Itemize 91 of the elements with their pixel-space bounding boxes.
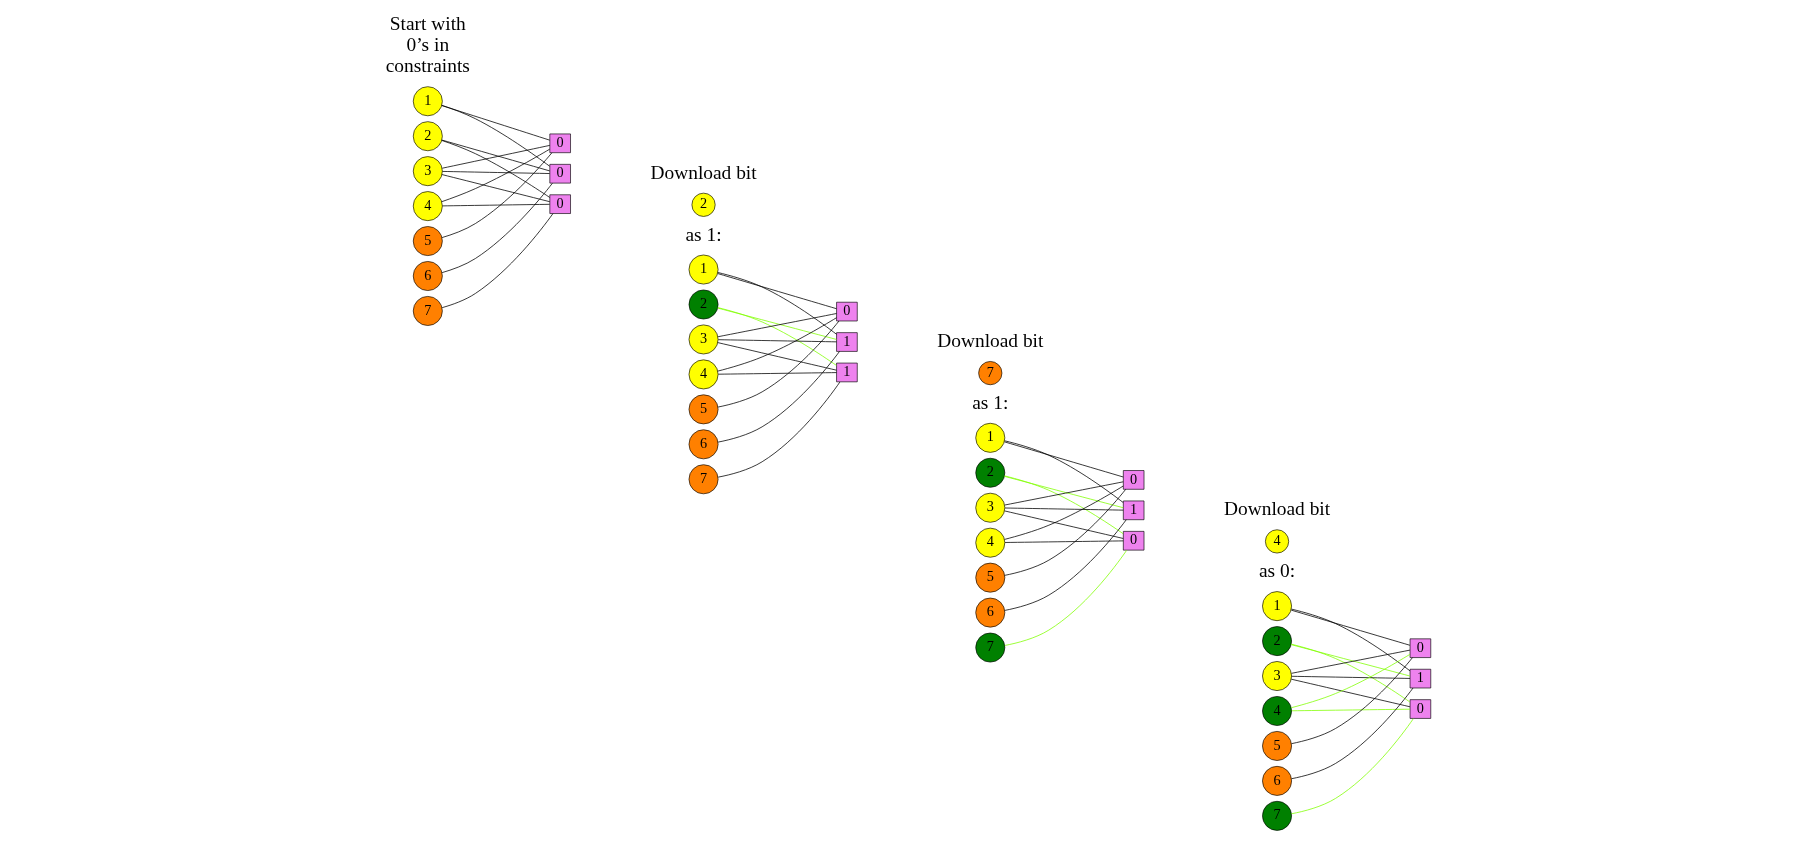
node-circle: 4 [1262,695,1292,726]
connector [441,139,551,198]
node-circle: 1 [1262,590,1292,621]
node-circle: 4 [412,190,443,221]
node-circle: 4 [975,527,1006,558]
node-circle: 5 [1262,730,1292,761]
node-circle: 2 [412,120,443,151]
node-box: 0 [549,163,571,183]
connector [441,173,551,202]
connector [1004,518,1127,611]
connector [717,306,837,366]
connector [717,320,840,407]
connector [1004,488,1127,576]
node-circle: 7 [1262,800,1292,831]
node-box: 0 [1123,530,1145,550]
connector [717,350,840,442]
node-circle: 2 [975,457,1006,488]
connector [1290,653,1411,708]
connector [1004,485,1124,540]
node-box: 0 [1123,469,1145,490]
node-circle: 2 [691,192,716,217]
connector [1004,510,1124,539]
connector [441,212,554,308]
node-circle: 7 [975,632,1006,662]
connector [441,182,553,273]
label: Start with 0’s in constraints [385,12,470,76]
connector [1004,475,1124,534]
node-circle: 6 [412,260,443,291]
node-circle: 2 [1262,625,1292,656]
connector [717,272,837,309]
connector [1291,649,1411,674]
node-circle: 6 [688,428,719,459]
connector [1004,549,1127,646]
connector [442,170,551,174]
node-box: 1 [1409,668,1432,688]
connector [1004,440,1124,477]
node-circle: 5 [975,562,1006,593]
connector [441,151,553,238]
label: as 0: [1258,559,1296,581]
label: Download bit [650,161,757,183]
connector [717,316,837,371]
connector [442,203,551,206]
connector [441,148,551,202]
connector [1291,643,1411,702]
node-circle: 4 [688,359,719,389]
connector [1291,675,1411,679]
node-circle: 4 [1265,528,1290,553]
node-circle: 6 [975,597,1006,627]
node-circle: 5 [688,393,719,424]
connector [717,381,841,478]
node-circle: 1 [688,254,719,284]
connector [1291,708,1411,711]
node-circle: 1 [975,422,1006,453]
node-circle: 3 [412,155,443,186]
node-box: 0 [549,193,571,214]
connector [1290,609,1411,646]
node-circle: 6 [1262,765,1292,796]
connector [1290,643,1411,676]
connector [717,341,837,371]
connector [1290,678,1411,707]
label: Download bit [937,329,1044,351]
label: Download bit [1223,497,1331,519]
node-box: 1 [836,362,858,382]
node-circle: 7 [688,463,719,494]
connector [717,338,837,342]
node-box: 0 [1409,638,1432,658]
connector [717,371,837,375]
connector [1291,608,1411,671]
node-circle: 2 [688,289,719,319]
connector [1291,717,1414,814]
node-box: 0 [549,133,571,153]
node-box: 1 [836,331,858,352]
connector [1291,687,1414,779]
label: as 1: [685,223,722,245]
node-box: 0 [1409,698,1432,719]
node-circle: 3 [688,324,719,354]
node-box: 1 [1123,500,1145,520]
connector [717,271,837,335]
connector [1004,540,1124,543]
node-circle: 3 [1262,660,1292,691]
connector [441,104,550,167]
connector [1004,507,1124,511]
label: as 1: [972,391,1009,413]
node-circle: 7 [412,295,443,326]
node-box: 0 [836,301,858,321]
connector [1291,656,1413,744]
connector [1004,439,1124,503]
node-circle: 3 [975,492,1006,523]
node-circle: 7 [978,360,1003,385]
node-circle: 1 [412,85,443,116]
node-circle: 5 [412,225,443,256]
